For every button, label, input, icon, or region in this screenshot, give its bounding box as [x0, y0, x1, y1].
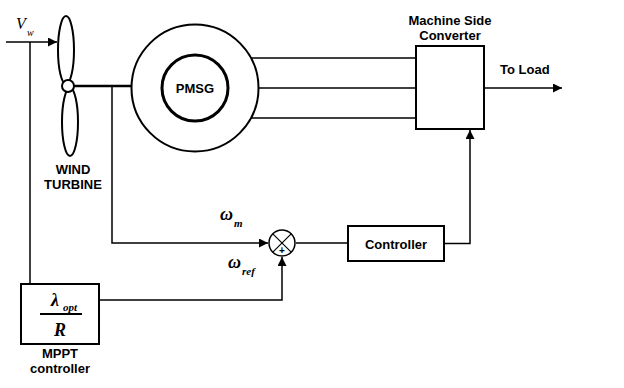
junction-circle [269, 230, 295, 256]
turbine-hub [62, 80, 74, 92]
wind-turbine [58, 16, 131, 156]
wind-speed-symbol: V [16, 15, 26, 33]
converter-box: Machine Side Converter [415, 45, 485, 130]
phase-wire [251, 117, 415, 119]
wind-arrow [6, 41, 57, 43]
output-label: To Load [500, 62, 550, 77]
lambda-subscript: opt [63, 301, 77, 313]
mppt-heading: MPPT controller [20, 346, 100, 376]
rotor-circle [162, 55, 228, 121]
reference-subscript: ref [242, 265, 255, 277]
lambda-symbol: λ [51, 290, 59, 311]
turbine-blade [58, 16, 74, 84]
speed-subscript: m [234, 217, 243, 229]
speed-symbol: ω [220, 204, 233, 225]
fraction-bar [40, 313, 82, 315]
output-arrow [485, 87, 562, 89]
generator-name: PMSG [176, 81, 214, 96]
radius-symbol: R [54, 320, 66, 341]
turbine-blade [62, 88, 78, 156]
summing-junction: + [268, 229, 296, 257]
generator-circle: PMSG [130, 23, 260, 153]
gate-signal-wire [445, 130, 470, 244]
sum-sign: + [279, 245, 285, 256]
phase-wire [259, 87, 416, 89]
wind-speed-wire [29, 42, 31, 283]
turbine-shaft [74, 85, 131, 88]
controller-box: Controller [347, 225, 445, 262]
reference-symbol: ω [228, 252, 241, 273]
turbine-label: WIND TURBINE [38, 162, 108, 192]
controller-name: Controller [365, 236, 427, 251]
error-wire [296, 242, 347, 244]
phase-wire [251, 57, 415, 59]
stator-circle [132, 25, 259, 152]
reference-wire [100, 257, 282, 300]
mppt-box: λoptRMPPT controller [20, 283, 100, 345]
wind-speed-subscript: w [27, 27, 34, 38]
converter-heading: Machine Side Converter [395, 13, 505, 43]
